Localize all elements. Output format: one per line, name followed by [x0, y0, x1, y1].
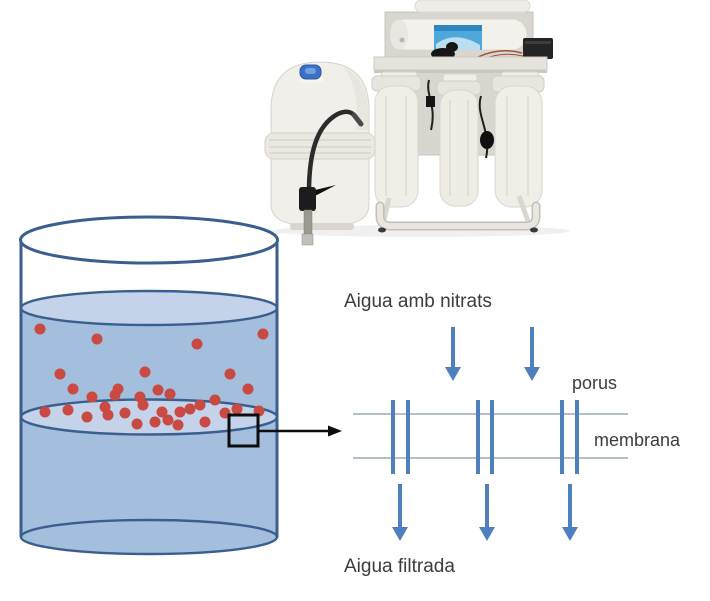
- nitrate-dots: [34, 323, 269, 431]
- faucet-stem-fitting: [301, 233, 314, 246]
- wire-connector-2: [480, 131, 494, 149]
- wire-2: [478, 95, 489, 159]
- flow-arrow-head: [445, 367, 461, 381]
- housing-end-cap: [390, 19, 408, 50]
- label-membrane: membrana: [594, 430, 681, 450]
- filter-housing-2: [439, 89, 479, 207]
- nitrate-dot: [137, 399, 149, 411]
- nitrate-dot: [152, 384, 164, 396]
- nitrate-dot: [174, 406, 186, 418]
- nitrate-dot: [156, 406, 168, 418]
- faucet-tip: [351, 112, 364, 127]
- flow-arrow-head: [524, 367, 540, 381]
- faucet-lever: [311, 185, 336, 197]
- nitrate-dot: [199, 416, 211, 428]
- nitrate-dot: [91, 333, 103, 345]
- nitrate-dot: [131, 418, 143, 430]
- nitrate-dot: [39, 406, 51, 418]
- nitrate-dot: [172, 419, 184, 431]
- beaker-diagram: [19, 215, 342, 556]
- nitrate-dot: [242, 383, 254, 395]
- water-surface-ellipse: [19, 289, 279, 327]
- beaker-rim-ellipse: [19, 215, 279, 265]
- nitrate-dot: [194, 399, 206, 411]
- tank-blue-cap-highlight: [305, 68, 316, 74]
- stand-leg-right: [516, 195, 532, 225]
- flow-arrow-head: [562, 527, 578, 541]
- wire-connector-1: [426, 96, 435, 107]
- tank-shading: [344, 67, 368, 130]
- faucet-stem: [303, 209, 313, 237]
- zoom-arrow-head: [328, 425, 342, 437]
- nitrate-dot: [184, 403, 196, 415]
- tank-base: [290, 223, 354, 230]
- red-wire: [477, 50, 523, 58]
- label-pore: porus: [572, 373, 618, 393]
- faucet-neck: [306, 109, 357, 195]
- stand-tube: [377, 203, 539, 229]
- ro-system-photo: [264, 0, 570, 246]
- nitrate-dot: [209, 394, 221, 406]
- nitrate-dot: [54, 368, 66, 380]
- nitrate-dot: [162, 414, 174, 426]
- flow-arrow-head: [479, 527, 495, 541]
- nitrate-dot: [224, 368, 236, 380]
- nitrate-dot: [119, 407, 131, 419]
- nitrate-dot: [231, 403, 243, 415]
- nitrate-dot: [149, 416, 161, 428]
- nitrate-dot: [109, 389, 121, 401]
- nitrate-dot: [34, 323, 46, 335]
- nitrate-dot: [86, 391, 98, 403]
- pump-block-ridge: [525, 41, 551, 44]
- label-filtered-water: Aigua filtrada: [344, 556, 455, 577]
- nitrate-dot: [102, 409, 114, 421]
- nitrate-dot: [139, 366, 151, 378]
- flow-arrow-head: [392, 527, 408, 541]
- stand-foot-right: [530, 227, 538, 233]
- nitrate-dot: [191, 338, 203, 350]
- label-water-with-nitrates: Aigua amb nitrats: [344, 291, 492, 312]
- faucet-valve: [299, 187, 316, 211]
- elbow-fitting-2: [446, 42, 458, 52]
- frame-bar: [373, 56, 548, 71]
- filter-housing-3: [494, 85, 543, 208]
- housing-port: [399, 37, 405, 43]
- housing-label-stripe: [434, 25, 482, 31]
- nitrate-dot: [67, 383, 79, 395]
- nitrate-dot: [81, 411, 93, 423]
- filter-housing-1: [374, 85, 419, 208]
- frame-bar-shadow: [374, 70, 547, 73]
- nitrate-dot: [62, 404, 74, 416]
- nitrate-dot: [257, 328, 269, 340]
- top-clamp: [414, 0, 531, 13]
- stand-foot-left: [378, 227, 386, 233]
- membrane-closeup: [353, 327, 628, 541]
- nitrate-dot: [164, 388, 176, 400]
